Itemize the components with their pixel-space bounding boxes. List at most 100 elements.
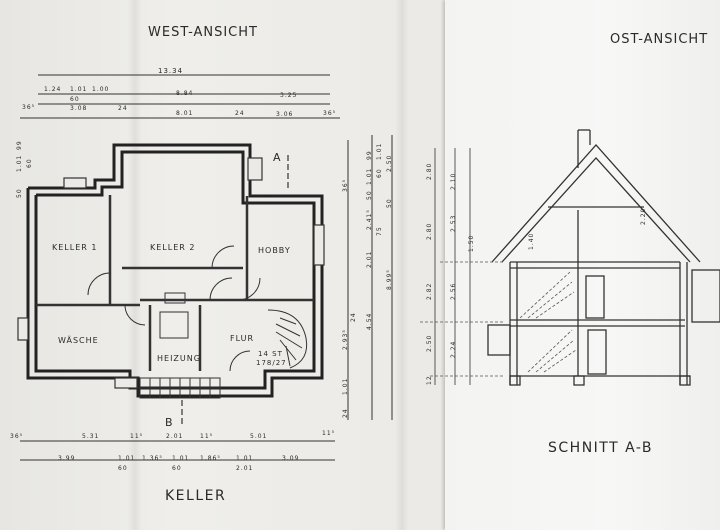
dim-label: 36⁵ [22, 104, 36, 111]
dim-label: 60 [172, 465, 182, 472]
stair-ratio-label: 178/27 [256, 359, 287, 367]
dim-label: 60 [118, 465, 128, 472]
stair-hatch [527, 329, 577, 373]
dim-label: 1.01 [342, 377, 349, 395]
dim-label: 3.25 [280, 92, 298, 99]
dim-label: 60 [26, 158, 33, 168]
stair-count-label: 14 ST [258, 350, 283, 358]
dim-label: 99 [16, 140, 23, 150]
dim-label: 2.50 [386, 154, 393, 172]
dim-label: 50 [366, 190, 373, 200]
dim-label: 1.01 [236, 455, 254, 462]
dim-label: 5.01 [250, 433, 268, 440]
dim-label: 8.01 [176, 110, 194, 117]
dim-label: 11⁵ [200, 433, 214, 440]
boiler [159, 311, 189, 339]
dim-label: 60 [376, 168, 383, 178]
dim-label: 8.99⁵ [386, 269, 393, 290]
dim-label: 3.06 [276, 111, 294, 118]
room-label-heizung: HEIZUNG [157, 354, 201, 363]
roof-inner [501, 157, 691, 263]
dim-label: 1.50 [468, 234, 475, 252]
dim-label: 3.09 [282, 455, 300, 462]
dim-label: 5.31 [82, 433, 100, 440]
door-swing [211, 245, 235, 269]
exterior-stair [487, 324, 511, 356]
dim-label: 1.24 [44, 86, 62, 93]
dim-label: 1.36⁵ [142, 455, 163, 462]
foundation [573, 375, 585, 386]
dim-label: 2.53 [450, 214, 457, 232]
dim-label: 36⁵ [323, 110, 337, 117]
dim-overall-width: 13.34 [158, 67, 184, 75]
door [585, 275, 605, 319]
stair-steps [275, 317, 303, 367]
section-marker-a: A [273, 151, 282, 164]
left-sheet [0, 0, 445, 530]
dim-label: 50 [386, 198, 393, 208]
dim-label: 1.01 [376, 142, 383, 160]
dim-label: 11⁵ [130, 433, 144, 440]
dim-label: 2.80 [426, 222, 433, 240]
room-label-flur: FLUR [230, 334, 255, 343]
east-elevation-title: OST-ANSICHT [610, 32, 709, 47]
section-marker-b: B [165, 416, 174, 429]
dim-label: 1.00 [92, 86, 110, 93]
room-label-hobby: HOBBY [258, 246, 291, 255]
dim-label: 2.50 [426, 334, 433, 352]
dim-label: 1.01 [70, 86, 88, 93]
window [17, 317, 29, 341]
dim-label: 1.40 [528, 232, 535, 250]
dim-label: 2.93⁵ [342, 329, 349, 350]
section-title: SCHNITT A-B [548, 440, 654, 456]
boiler-unit [164, 292, 186, 304]
dim-label: 2.82 [426, 282, 433, 300]
window [313, 224, 325, 266]
dim-label: 75 [376, 226, 383, 236]
dim-label: 1.01 [118, 455, 136, 462]
roof-outline [491, 144, 701, 263]
inner-wall-line [34, 150, 316, 390]
dim-label: 3.08 [70, 105, 88, 112]
dim-label: 1.01 [172, 455, 190, 462]
paper-fold [395, 0, 409, 530]
door-swing [209, 277, 233, 301]
stair-hatch [519, 271, 575, 319]
dim-label: 24 [350, 312, 357, 322]
door [587, 329, 607, 375]
west-elevation-title: WEST-ANSICHT [148, 25, 258, 40]
dim-label: 3.99 [58, 455, 76, 462]
dim-label: 2.80 [426, 162, 433, 180]
door-swing [124, 304, 146, 326]
dim-label: 36⁵ [342, 178, 349, 192]
room-label-keller1: KELLER 1 [52, 243, 98, 252]
dim-label: 2.20 [640, 207, 647, 225]
dim-label: 11⁵ [322, 430, 336, 437]
door-swing [229, 350, 251, 372]
foundation [509, 375, 521, 386]
dim-label: 2.01 [236, 465, 254, 472]
window [63, 177, 87, 189]
dim-label: 2.01 [366, 250, 373, 268]
dim-label: 1.86⁵ [200, 455, 221, 462]
dim-label: 4.54 [366, 312, 373, 330]
dim-label: 2.10 [450, 172, 457, 190]
dim-label: 2.56 [450, 282, 457, 300]
floor-plan-title: KELLER [165, 488, 227, 504]
dim-label: 1.01 [366, 167, 373, 185]
room-label-keller2: KELLER 2 [150, 243, 196, 252]
dim-label: 2.24 [450, 340, 457, 358]
dim-label: 36⁵ [10, 433, 24, 440]
outer-wall [26, 143, 324, 398]
dim-label: 24 [342, 408, 349, 418]
dim-label: 8.84 [176, 90, 194, 97]
dim-label: 1.01 [16, 154, 23, 172]
door-swing [237, 277, 261, 301]
dim-label: 50 [16, 188, 23, 198]
dim-label: 60 [70, 96, 80, 103]
room-label-waesche: WÄSCHE [58, 336, 99, 345]
dim-label: 99 [366, 150, 373, 160]
foundation [679, 375, 691, 386]
adjacent-building [691, 269, 720, 323]
